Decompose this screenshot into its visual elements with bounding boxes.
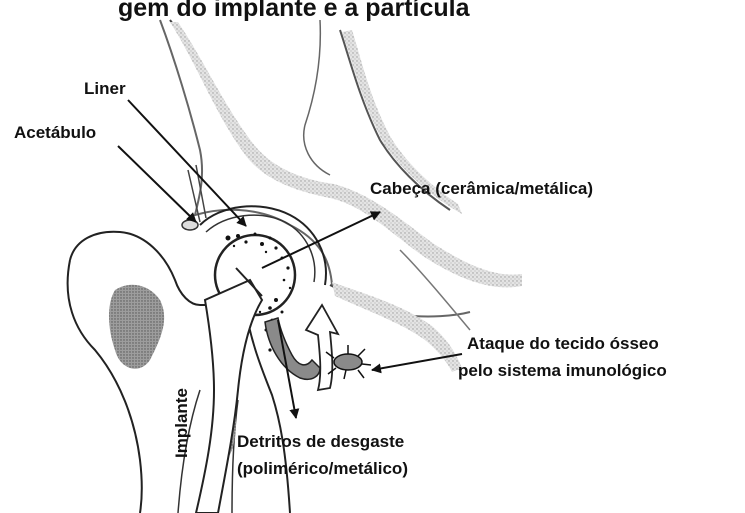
acetabulo-pointer-arrow bbox=[118, 146, 196, 222]
detritos-label-line2: (polimérico/metálico) bbox=[237, 458, 408, 479]
debris-migration-arrows bbox=[265, 305, 338, 390]
detritos-label-line1: Detritos de desgaste bbox=[237, 431, 404, 452]
ataque-label-line2: pelo sistema imunológico bbox=[458, 360, 667, 381]
liner-label: Liner bbox=[84, 78, 126, 99]
implante-label: Implante bbox=[172, 388, 192, 458]
ataque-label-line1: Ataque do tecido ósseo bbox=[467, 333, 659, 354]
acetabulo-label: Acetábulo bbox=[14, 122, 96, 143]
diagram-title-fragment: gem do implante e a partícula bbox=[118, 0, 469, 22]
cabeca-label: Cabeça (cerâmica/metálica) bbox=[370, 178, 593, 199]
